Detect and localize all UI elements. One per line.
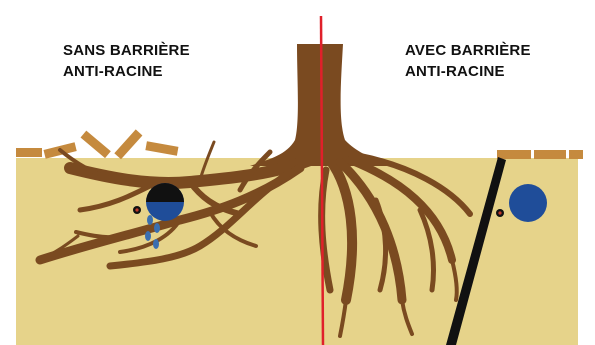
pipe-marker-inner [135, 208, 138, 211]
label-line: SANS BARRIÈRE [63, 40, 190, 61]
pipe-marker-inner [498, 211, 501, 214]
label-with-barrier: AVEC BARRIÈRE ANTI-RACINE [405, 40, 531, 82]
pavement-slab-lifted [145, 141, 178, 155]
pavement-slab [16, 148, 42, 157]
pavement-slab [534, 150, 566, 159]
water-drop [147, 215, 153, 225]
pavement-slab-lifted [114, 129, 142, 159]
water-drop [145, 231, 151, 241]
label-without-barrier: SANS BARRIÈRE ANTI-RACINE [63, 40, 190, 82]
pavement-slab [569, 150, 583, 159]
pavement-right [497, 150, 583, 159]
label-line: AVEC BARRIÈRE [405, 40, 531, 61]
pavement-slab [497, 150, 531, 159]
water-drop [153, 239, 159, 249]
pavement-slab-lifted [81, 131, 111, 158]
pipe-icon [509, 184, 547, 222]
water-drop [154, 223, 160, 233]
label-line: ANTI-RACINE [405, 61, 531, 82]
label-line: ANTI-RACINE [63, 61, 190, 82]
pavement-left [16, 129, 178, 159]
